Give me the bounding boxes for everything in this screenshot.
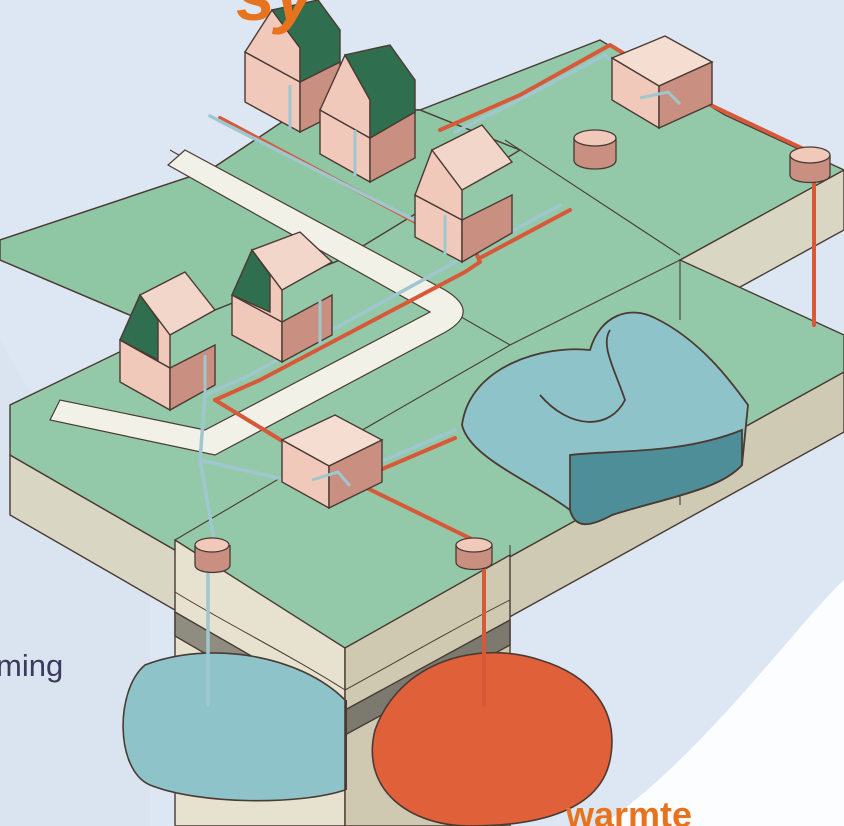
well-head-icon	[790, 147, 830, 183]
water-tank-icon	[574, 130, 616, 169]
well-head-icon	[195, 538, 230, 573]
cold-water-reservoir	[123, 653, 345, 801]
title-fragment: sy	[236, 0, 314, 36]
background-sweep	[600, 580, 844, 826]
warm-reservoir-label: warmte	[566, 794, 692, 826]
well-head-icon	[456, 538, 492, 570]
body-text-fragment: ming	[0, 648, 63, 684]
